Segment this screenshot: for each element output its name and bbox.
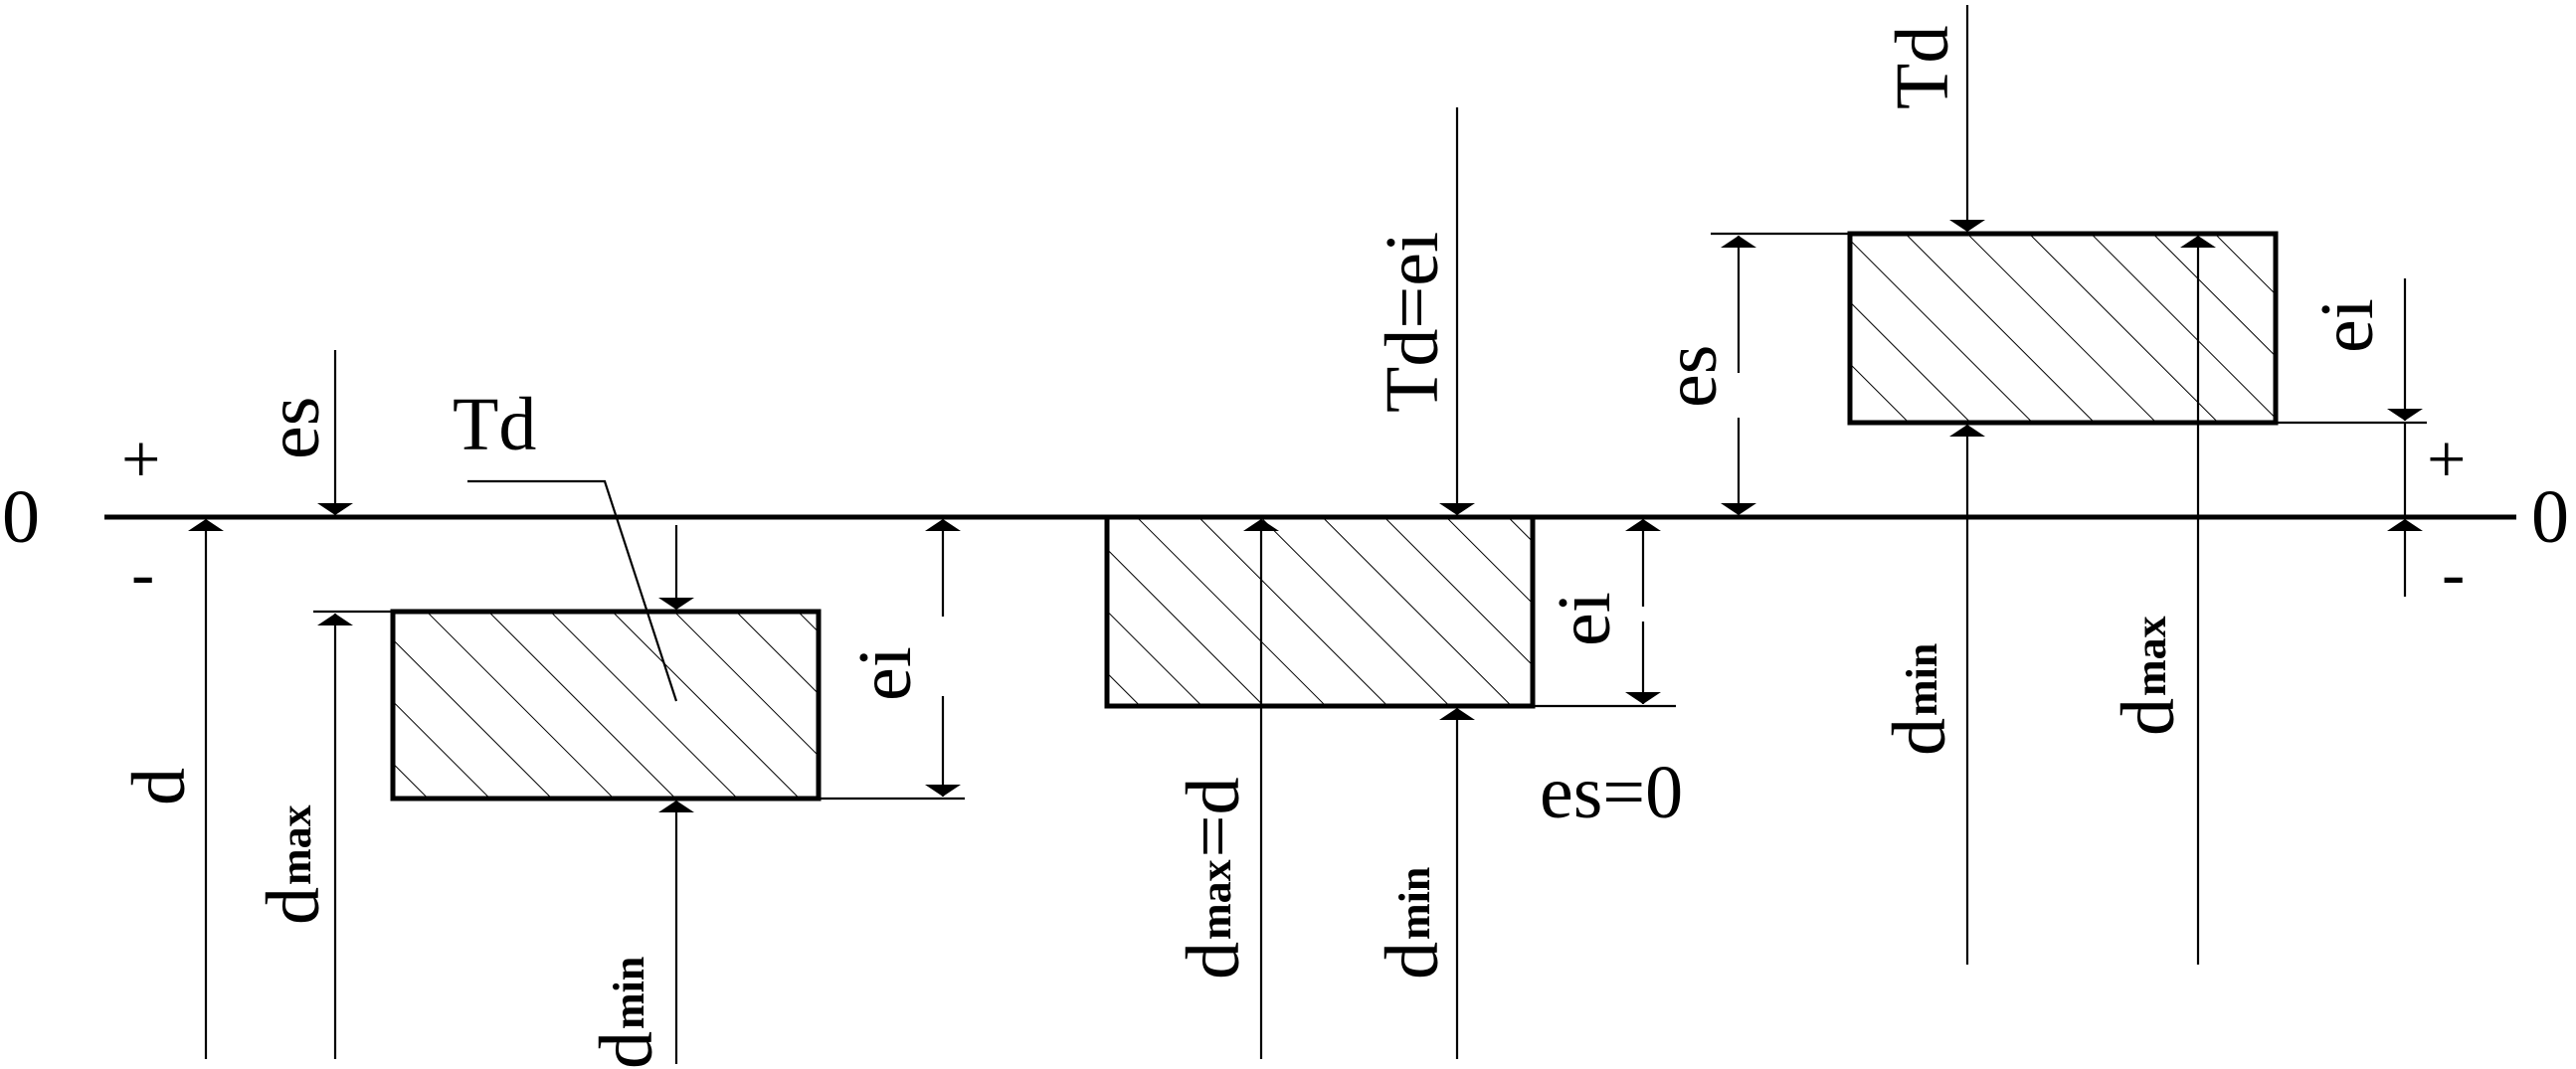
minus-sign-right: - <box>2442 536 2465 613</box>
field-right: Td dmin dmax es ei <box>1649 5 2427 965</box>
label-ei-right: ei <box>2305 298 2389 353</box>
label-td-eq-ei: Td=ei <box>1371 232 1454 413</box>
label-dmax-left: dmax <box>252 804 335 925</box>
label-dmin-right: dmin <box>1878 643 1961 756</box>
label-ei-left: ei <box>843 646 927 701</box>
label-es-right: es <box>1649 345 1733 408</box>
label-dmax-right: dmax <box>2107 616 2190 736</box>
tolerance-box-right <box>1847 231 2279 426</box>
minus-sign-left: - <box>131 536 154 613</box>
label-es-left: es <box>252 397 335 459</box>
plus-sign-right: + <box>2427 422 2466 498</box>
field-left: d es dmax Td dmin ei <box>117 350 965 1069</box>
leader-td-left <box>467 479 678 702</box>
zero-label-right: 0 <box>2531 475 2569 559</box>
label-td-left: Td <box>453 383 536 466</box>
label-es-eq-0: es=0 <box>1540 751 1683 834</box>
label-dmin-left: dmin <box>585 957 668 1069</box>
label-ei-middle: ei <box>1543 592 1626 646</box>
label-d-left: d <box>117 768 201 805</box>
tolerance-box-left <box>390 609 822 802</box>
label-dmax-eq-d: dmax=d <box>1172 777 1255 980</box>
zero-label-left: 0 <box>2 475 40 559</box>
label-dmin-middle: dmin <box>1371 867 1454 980</box>
plus-sign-left: + <box>121 422 160 498</box>
tolerance-box-middle <box>1104 514 1536 709</box>
label-td-right: Td <box>1881 26 1964 109</box>
field-middle: Td=ei dmin dmax=d ei es=0 <box>1104 107 1683 1059</box>
